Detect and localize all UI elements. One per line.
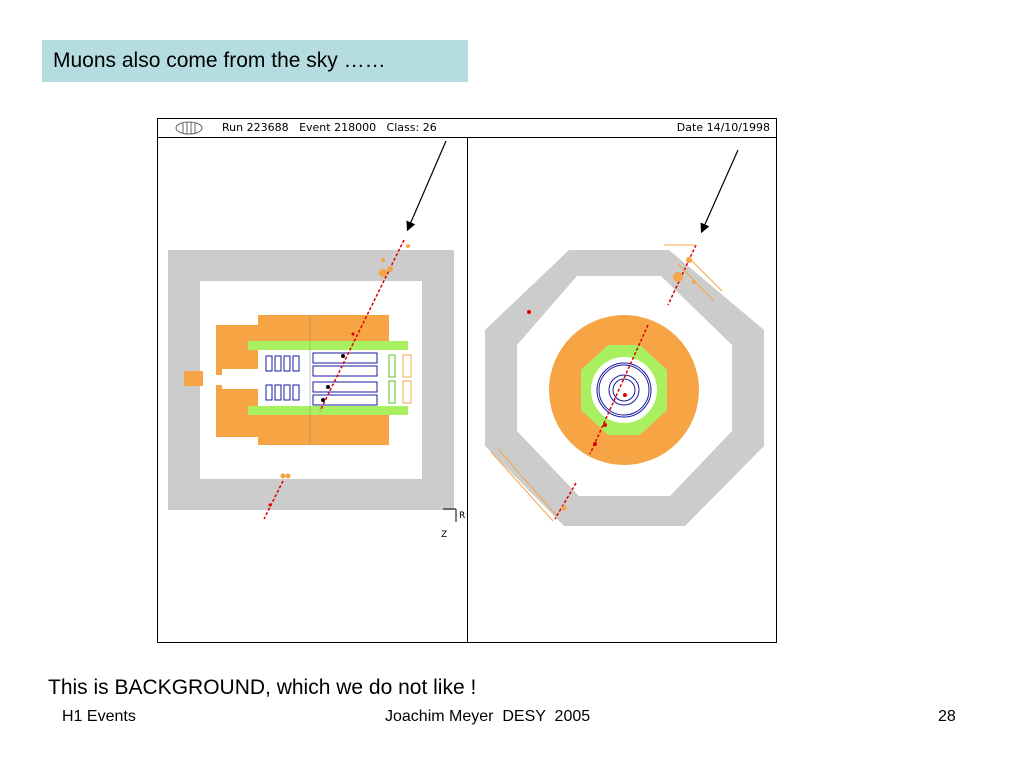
arrow-side bbox=[406, 140, 447, 232]
iron-yoke bbox=[168, 250, 454, 510]
forward-detector bbox=[388, 354, 396, 404]
axis-z-label: Z bbox=[441, 530, 447, 540]
coil-bottom bbox=[248, 406, 408, 415]
event-date: Date 14/10/1998 bbox=[676, 121, 770, 134]
h1-logo-icon bbox=[175, 121, 203, 135]
footer-left: H1 Events bbox=[62, 708, 136, 725]
event-header: Run 223688 Event 218000 Class: 26 Date 1… bbox=[158, 119, 776, 138]
tracker bbox=[265, 352, 378, 406]
muon-track-side bbox=[263, 239, 410, 520]
axis-r-label: R bbox=[459, 511, 465, 521]
arrow-radial bbox=[700, 149, 739, 234]
run-info: Run 223688 Event 218000 Class: 26 bbox=[222, 121, 437, 134]
side-view: R Z bbox=[168, 140, 465, 540]
tracker-radial bbox=[596, 362, 652, 418]
radial-view bbox=[485, 149, 764, 526]
page-number: 28 bbox=[938, 708, 956, 725]
view-divider bbox=[467, 138, 468, 642]
footer-center: Joachim Meyer DESY 2005 bbox=[385, 708, 591, 725]
slide-title: Muons also come from the sky …… bbox=[42, 40, 468, 82]
coil-top bbox=[248, 341, 408, 350]
event-display: Run 223688 Event 218000 Class: 26 Date 1… bbox=[157, 118, 777, 643]
muon-track-radial bbox=[490, 244, 723, 522]
slide-caption: This is BACKGROUND, which we do not like… bbox=[48, 676, 477, 699]
plug-block bbox=[184, 371, 203, 386]
axis-indicator bbox=[443, 508, 457, 522]
